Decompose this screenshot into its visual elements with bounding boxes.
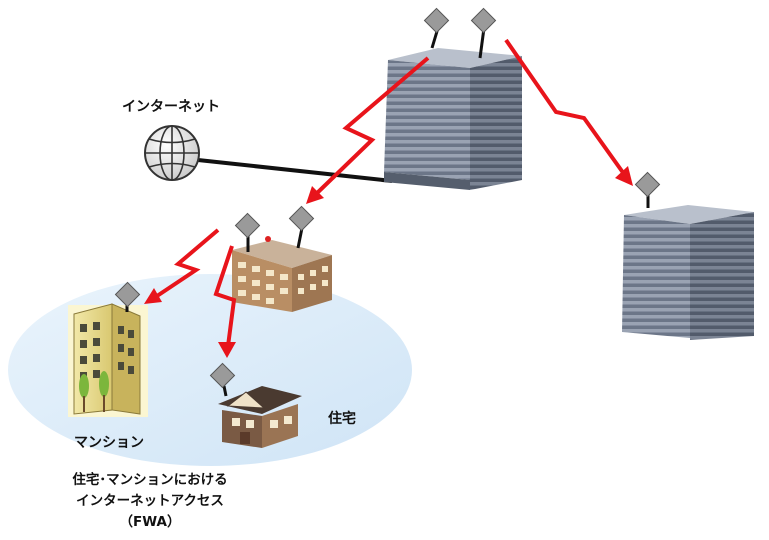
internet-label: インターネット (122, 99, 220, 115)
globe-icon (144, 125, 200, 181)
caption-line-3: （FWA） (119, 514, 181, 530)
wired-link-line (197, 158, 393, 183)
antenna-central-left-icon (423, 7, 450, 49)
arrowhead-remote (615, 166, 633, 186)
caption-line-1: 住宅･マンションにおける (72, 472, 228, 488)
antenna-mansion-icon (114, 281, 141, 312)
antenna-central-right-icon (470, 7, 497, 59)
house-building (218, 386, 302, 448)
central-building (384, 48, 522, 190)
radio-link-relay-to-house (213, 245, 237, 347)
house-label: 住宅 (328, 411, 356, 427)
radio-link-relay-to-mansion (152, 228, 220, 300)
antenna-house-icon (209, 362, 236, 397)
fwa-caption: 住宅･マンションにおける インターネットアクセス （FWA） (20, 470, 280, 533)
arrowhead-house (218, 342, 236, 358)
relay-building (232, 236, 332, 312)
antenna-relay-left-icon (234, 212, 261, 252)
mansion-building (68, 303, 148, 417)
remote-building (622, 205, 754, 340)
caption-line-2: インターネットアクセス (76, 493, 224, 509)
arrowhead-mansion (144, 288, 162, 304)
radio-link-central-to-remote (504, 38, 626, 176)
radio-link-central-to-relay (312, 56, 430, 198)
antenna-remote-icon (634, 171, 661, 208)
antenna-relay-right-icon (288, 205, 315, 249)
mansion-label: マンション (74, 435, 144, 451)
arrowhead-relay (306, 186, 324, 204)
